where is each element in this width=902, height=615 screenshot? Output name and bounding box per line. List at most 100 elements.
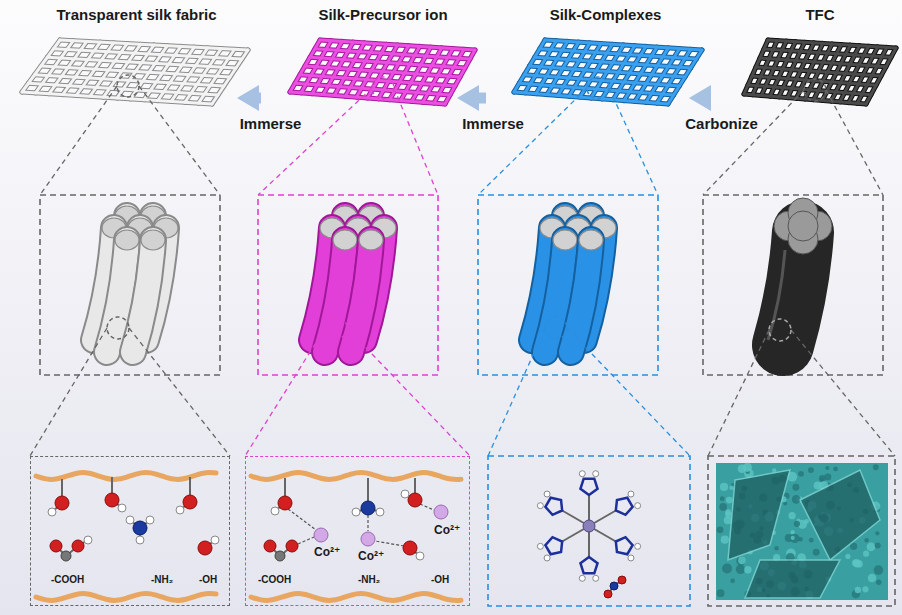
fabric-thread bbox=[756, 67, 881, 76]
stage-title: TFC bbox=[735, 6, 902, 23]
sem-grain bbox=[867, 543, 876, 552]
atom bbox=[275, 551, 285, 561]
stage-node: Transparent silk fabric bbox=[15, 4, 258, 106]
chemical-bond bbox=[562, 529, 584, 542]
sem-grain bbox=[721, 536, 729, 544]
sem-grain bbox=[824, 473, 831, 480]
zoom-circle bbox=[107, 317, 129, 339]
atom bbox=[61, 551, 71, 561]
leader-line bbox=[40, 86, 117, 195]
fiber-bundle bbox=[312, 206, 396, 352]
atom bbox=[278, 496, 292, 510]
functional-groups bbox=[264, 478, 448, 561]
atom bbox=[376, 508, 384, 516]
chemistry-panel: Co²⁺Co²⁺Co²⁺-COOH-NH₂-OH bbox=[245, 456, 470, 606]
fabric-thread bbox=[748, 85, 871, 95]
leader-line bbox=[30, 328, 107, 456]
sem-grain bbox=[862, 586, 868, 592]
coordination-bond bbox=[298, 537, 314, 544]
atom bbox=[105, 493, 119, 507]
leader-line bbox=[394, 88, 438, 195]
sem-grain bbox=[868, 574, 876, 582]
sem-grain bbox=[790, 534, 799, 543]
imidazole-ring bbox=[616, 498, 633, 515]
sem-grain bbox=[819, 475, 825, 481]
zoom-box bbox=[478, 195, 658, 375]
step-label: Immerse bbox=[240, 115, 302, 132]
ion-label: Co²⁺ bbox=[314, 545, 340, 559]
sem-grain bbox=[726, 497, 733, 504]
sem-grain bbox=[798, 471, 804, 477]
fiber-bundle bbox=[94, 206, 178, 352]
fabric-thread bbox=[47, 57, 236, 68]
sem-image bbox=[716, 463, 888, 600]
ion-label: Co²⁺ bbox=[358, 549, 384, 563]
stage-title: Silk-Precursor ion bbox=[283, 6, 483, 23]
sem-grain bbox=[720, 483, 728, 491]
step-label: Immerse bbox=[462, 115, 524, 132]
stage-node: TFC bbox=[735, 4, 902, 106]
leader-line bbox=[245, 328, 325, 456]
sem-grain bbox=[717, 526, 724, 533]
zoom-leader bbox=[703, 79, 883, 195]
leader-line bbox=[567, 328, 690, 456]
fiber-end bbox=[333, 230, 357, 250]
zoom-box bbox=[40, 195, 220, 375]
leader-line bbox=[139, 86, 220, 195]
sem-flake bbox=[728, 470, 790, 560]
stage-title: Silk-Complexes bbox=[503, 6, 708, 23]
sem-grain bbox=[725, 509, 731, 515]
peptide-chain bbox=[36, 594, 216, 601]
step-label: Carbonize bbox=[685, 115, 758, 132]
fiber-end bbox=[141, 230, 165, 250]
process-arrow bbox=[258, 93, 261, 104]
sem-grain bbox=[792, 495, 801, 504]
atom bbox=[434, 505, 448, 519]
sem-grain bbox=[736, 565, 745, 574]
fabric-thread bbox=[60, 40, 248, 50]
zoom-circle bbox=[372, 77, 394, 99]
chemical-bond bbox=[189, 477, 191, 495]
ion-label: Co²⁺ bbox=[434, 523, 460, 537]
sem-grain bbox=[845, 554, 850, 559]
zoom-circle bbox=[769, 319, 791, 341]
sem-grain bbox=[719, 503, 727, 511]
fiber-highlight bbox=[768, 250, 785, 340]
fabric-thread bbox=[545, 40, 702, 50]
atom bbox=[72, 540, 84, 552]
fabric-thread bbox=[540, 49, 697, 59]
atom bbox=[579, 575, 585, 581]
sem-grain bbox=[874, 565, 884, 575]
sem-grain bbox=[738, 464, 746, 472]
fiber-outline bbox=[133, 240, 153, 352]
leader-line bbox=[258, 88, 372, 195]
atom bbox=[593, 471, 599, 477]
leader-line bbox=[488, 328, 545, 456]
atom bbox=[635, 503, 641, 509]
sem-grain bbox=[825, 466, 829, 470]
zoom-circle bbox=[117, 75, 139, 97]
fabric-thread bbox=[22, 92, 212, 104]
chemical-bond bbox=[588, 495, 590, 520]
atom bbox=[198, 541, 212, 555]
atom bbox=[314, 528, 328, 542]
sem-grain bbox=[729, 486, 734, 491]
imidazole-ring bbox=[545, 537, 562, 554]
sem-grain bbox=[730, 578, 734, 582]
atom bbox=[50, 540, 62, 552]
atom bbox=[352, 508, 360, 516]
fiber-end bbox=[579, 230, 603, 250]
sem-grain bbox=[744, 566, 751, 573]
sem-flake bbox=[800, 470, 880, 560]
stage-node: Silk-Precursor ion bbox=[283, 4, 483, 106]
atom bbox=[401, 490, 409, 498]
sem-background bbox=[716, 463, 888, 600]
atom bbox=[264, 540, 276, 552]
chemical-bond bbox=[588, 532, 590, 557]
fabric-thread bbox=[764, 49, 891, 57]
atom bbox=[118, 504, 126, 512]
sem-grain bbox=[774, 546, 779, 551]
sem-grain bbox=[813, 549, 820, 556]
atom bbox=[635, 543, 641, 549]
zoom-circle bbox=[804, 79, 826, 101]
